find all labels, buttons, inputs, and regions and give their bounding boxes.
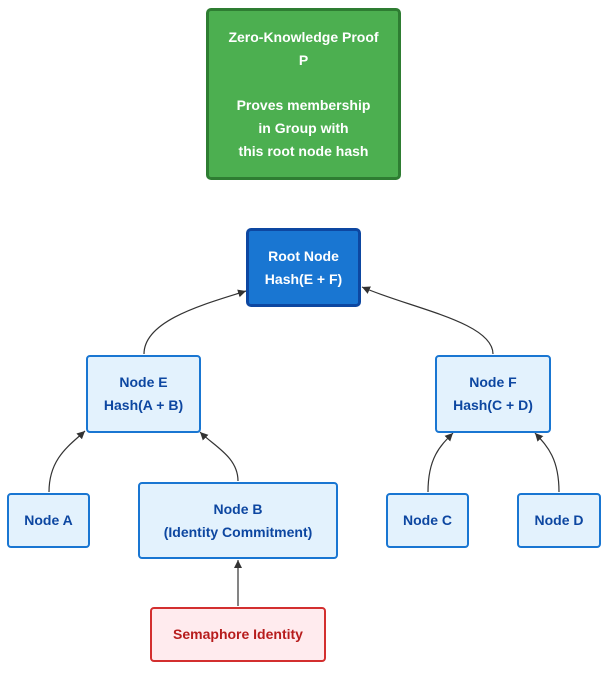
edge-node-e-to-root: [143, 289, 247, 355]
node-d-label: Node D: [534, 512, 584, 528]
node-e-label: Node E: [119, 374, 168, 390]
node-b-label: Node B: [213, 500, 263, 517]
node-f: Node F Hash(C + D): [435, 355, 551, 433]
zkp-symbol: P: [298, 51, 309, 68]
edge-node-c-to-node-f: [427, 432, 454, 493]
root-node-hash: Hash(E + F): [264, 270, 343, 287]
node-f-hash: Hash(C + D): [453, 397, 533, 413]
zkp-title: Zero-Knowledge Proof: [228, 28, 379, 45]
root-node: Root Node Hash(E + F): [246, 228, 361, 307]
zkp-description-line-3: this root node hash: [238, 142, 369, 159]
node-e-hash: Hash(A + B): [103, 397, 184, 413]
edge-node-b-to-node-e: [199, 431, 239, 482]
node-f-label: Node F: [469, 374, 517, 390]
node-d: Node D: [517, 493, 601, 548]
node-c-label: Node C: [403, 512, 452, 528]
edge-node-a-to-node-e: [48, 430, 86, 493]
zkp-description-line-2: in Group with: [258, 119, 349, 136]
node-a-label: Node A: [24, 512, 73, 528]
edge-node-d-to-node-f: [534, 432, 560, 493]
zero-knowledge-proof-node: Zero-Knowledge Proof P Proves membership…: [206, 8, 401, 180]
root-node-label: Root Node: [268, 247, 339, 264]
node-b-subtitle: (Identity Commitment): [163, 523, 313, 540]
semaphore-identity-node: Semaphore Identity: [150, 607, 326, 662]
zkp-description-line-1: Proves membership: [236, 96, 371, 113]
node-b: Node B (Identity Commitment): [138, 482, 338, 559]
edge-node-f-to-root: [361, 286, 494, 355]
node-e: Node E Hash(A + B): [86, 355, 201, 433]
semaphore-identity-label: Semaphore Identity: [173, 626, 303, 642]
node-a: Node A: [7, 493, 90, 548]
node-c: Node C: [386, 493, 469, 548]
